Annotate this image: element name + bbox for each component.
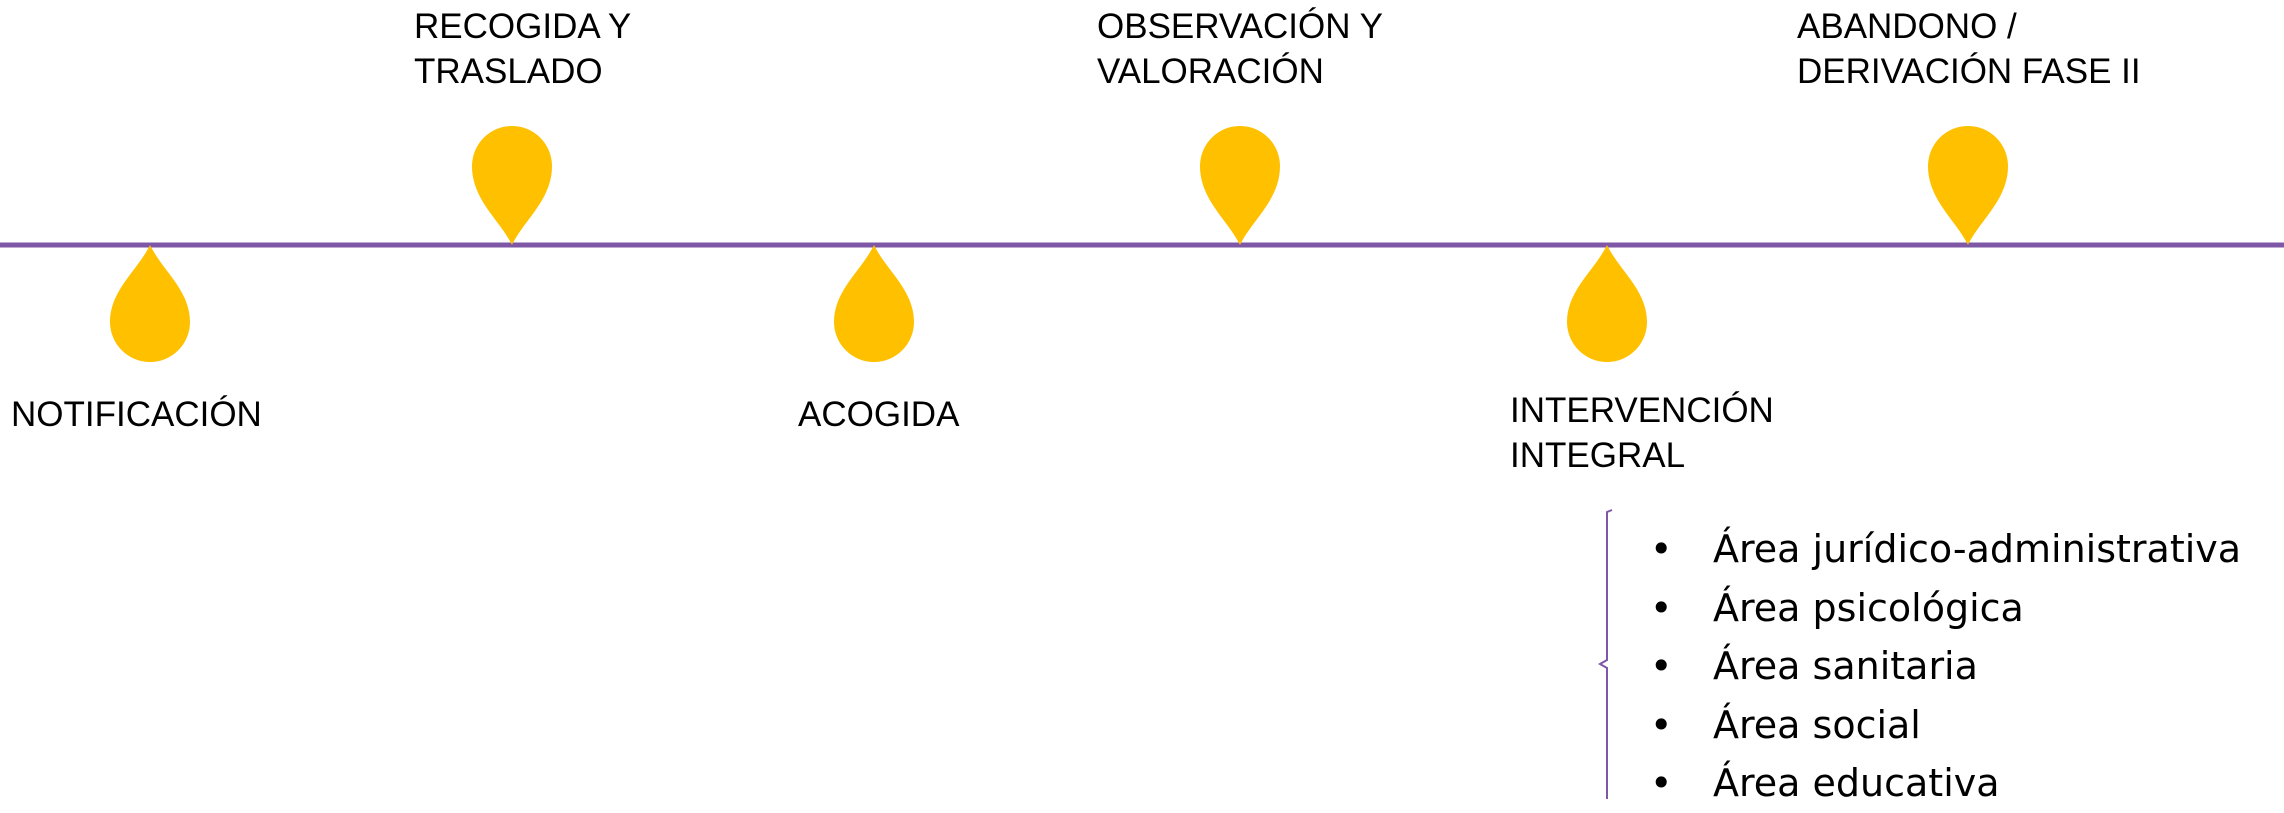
bullet-icon: • (1650, 761, 1673, 805)
list-item-area-sanitaria: • Área sanitaria (1650, 637, 2241, 696)
label-observacion-line-2: VALORACIÓN (1097, 52, 1324, 91)
area-label: Área social (1713, 702, 1921, 747)
areas-brace (1597, 509, 1613, 799)
bullet-icon: • (1650, 644, 1673, 688)
label-recogida-line-2: TRASLADO (414, 52, 603, 91)
list-item-area-psicologica: • Área psicológica (1650, 579, 2241, 638)
label-abandono-line-2: DERIVACIÓN FASE II (1797, 52, 2141, 91)
label-abandono-line-1: ABANDONO / (1797, 7, 2017, 46)
list-item-area-educativa: • Área educativa (1650, 754, 2241, 813)
label-recogida-line-1: RECOGIDA Y (414, 7, 632, 46)
area-label: Área educativa (1713, 761, 2000, 805)
marker-notificacion (110, 245, 190, 362)
label-notificacion-line-1: NOTIFICACIÓN (11, 395, 262, 434)
label-notificacion: NOTIFICACIÓN (11, 392, 262, 437)
bullet-icon: • (1650, 702, 1673, 747)
label-acogida-line-1: ACOGIDA (798, 395, 960, 434)
label-acogida: ACOGIDA (798, 392, 959, 437)
marker-intervencion (1567, 245, 1647, 362)
label-intervencion: INTERVENCIÓN INTEGRAL (1510, 388, 1774, 478)
label-intervencion-line-1: INTERVENCIÓN (1510, 391, 1774, 430)
area-label: Área psicológica (1713, 585, 2024, 630)
bullet-icon: • (1650, 527, 1673, 571)
marker-abandono (1928, 126, 2008, 245)
intervention-areas-list: • Área jurídico-administrativa • Área ps… (1650, 520, 2241, 813)
label-observacion: OBSERVACIÓN Y VALORACIÓN (1097, 4, 1383, 94)
marker-recogida (472, 126, 552, 245)
marker-observacion (1200, 126, 1280, 245)
label-abandono: ABANDONO / DERIVACIÓN FASE II (1797, 4, 2141, 94)
list-item-area-social: • Área social (1650, 696, 2241, 755)
label-observacion-line-1: OBSERVACIÓN Y (1097, 7, 1383, 46)
marker-acogida (834, 245, 914, 362)
label-intervencion-line-2: INTEGRAL (1510, 436, 1686, 475)
list-item-area-juridico: • Área jurídico-administrativa (1650, 520, 2241, 579)
area-label: Área jurídico-administrativa (1713, 527, 2242, 571)
bullet-icon: • (1650, 585, 1673, 630)
label-recogida: RECOGIDA Y TRASLADO (414, 4, 631, 94)
area-label: Área sanitaria (1713, 644, 1978, 688)
